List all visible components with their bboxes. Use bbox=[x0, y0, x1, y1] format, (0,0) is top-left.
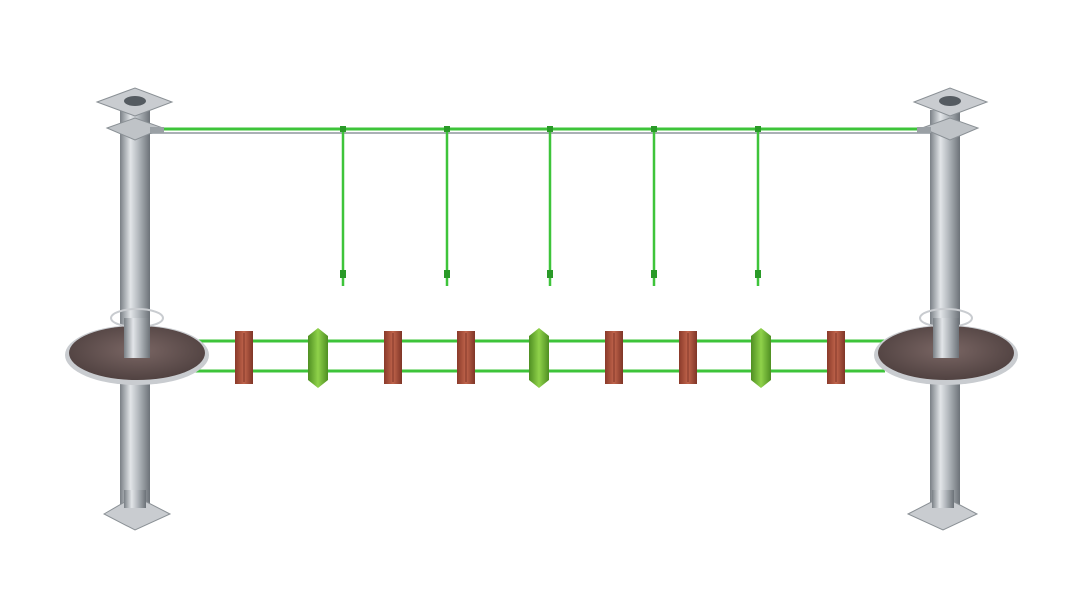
hanging-rope bbox=[651, 126, 657, 286]
planks bbox=[235, 328, 845, 388]
wood-plank bbox=[605, 331, 623, 384]
wood-plank bbox=[384, 331, 402, 384]
hanging-rope bbox=[444, 126, 450, 286]
green-plank bbox=[308, 328, 328, 388]
hanging-rope bbox=[340, 126, 346, 286]
top-cable bbox=[150, 127, 935, 134]
wood-plank bbox=[235, 331, 253, 384]
wood-plank bbox=[679, 331, 697, 384]
left-platform bbox=[65, 308, 209, 385]
green-plank bbox=[529, 328, 549, 388]
wood-plank bbox=[827, 331, 845, 384]
right-platform bbox=[874, 308, 1018, 385]
wood-plank bbox=[457, 331, 475, 384]
hanging-ropes bbox=[340, 126, 761, 286]
hanging-rope bbox=[547, 126, 553, 286]
hanging-rope bbox=[755, 126, 761, 286]
green-plank bbox=[751, 328, 771, 388]
